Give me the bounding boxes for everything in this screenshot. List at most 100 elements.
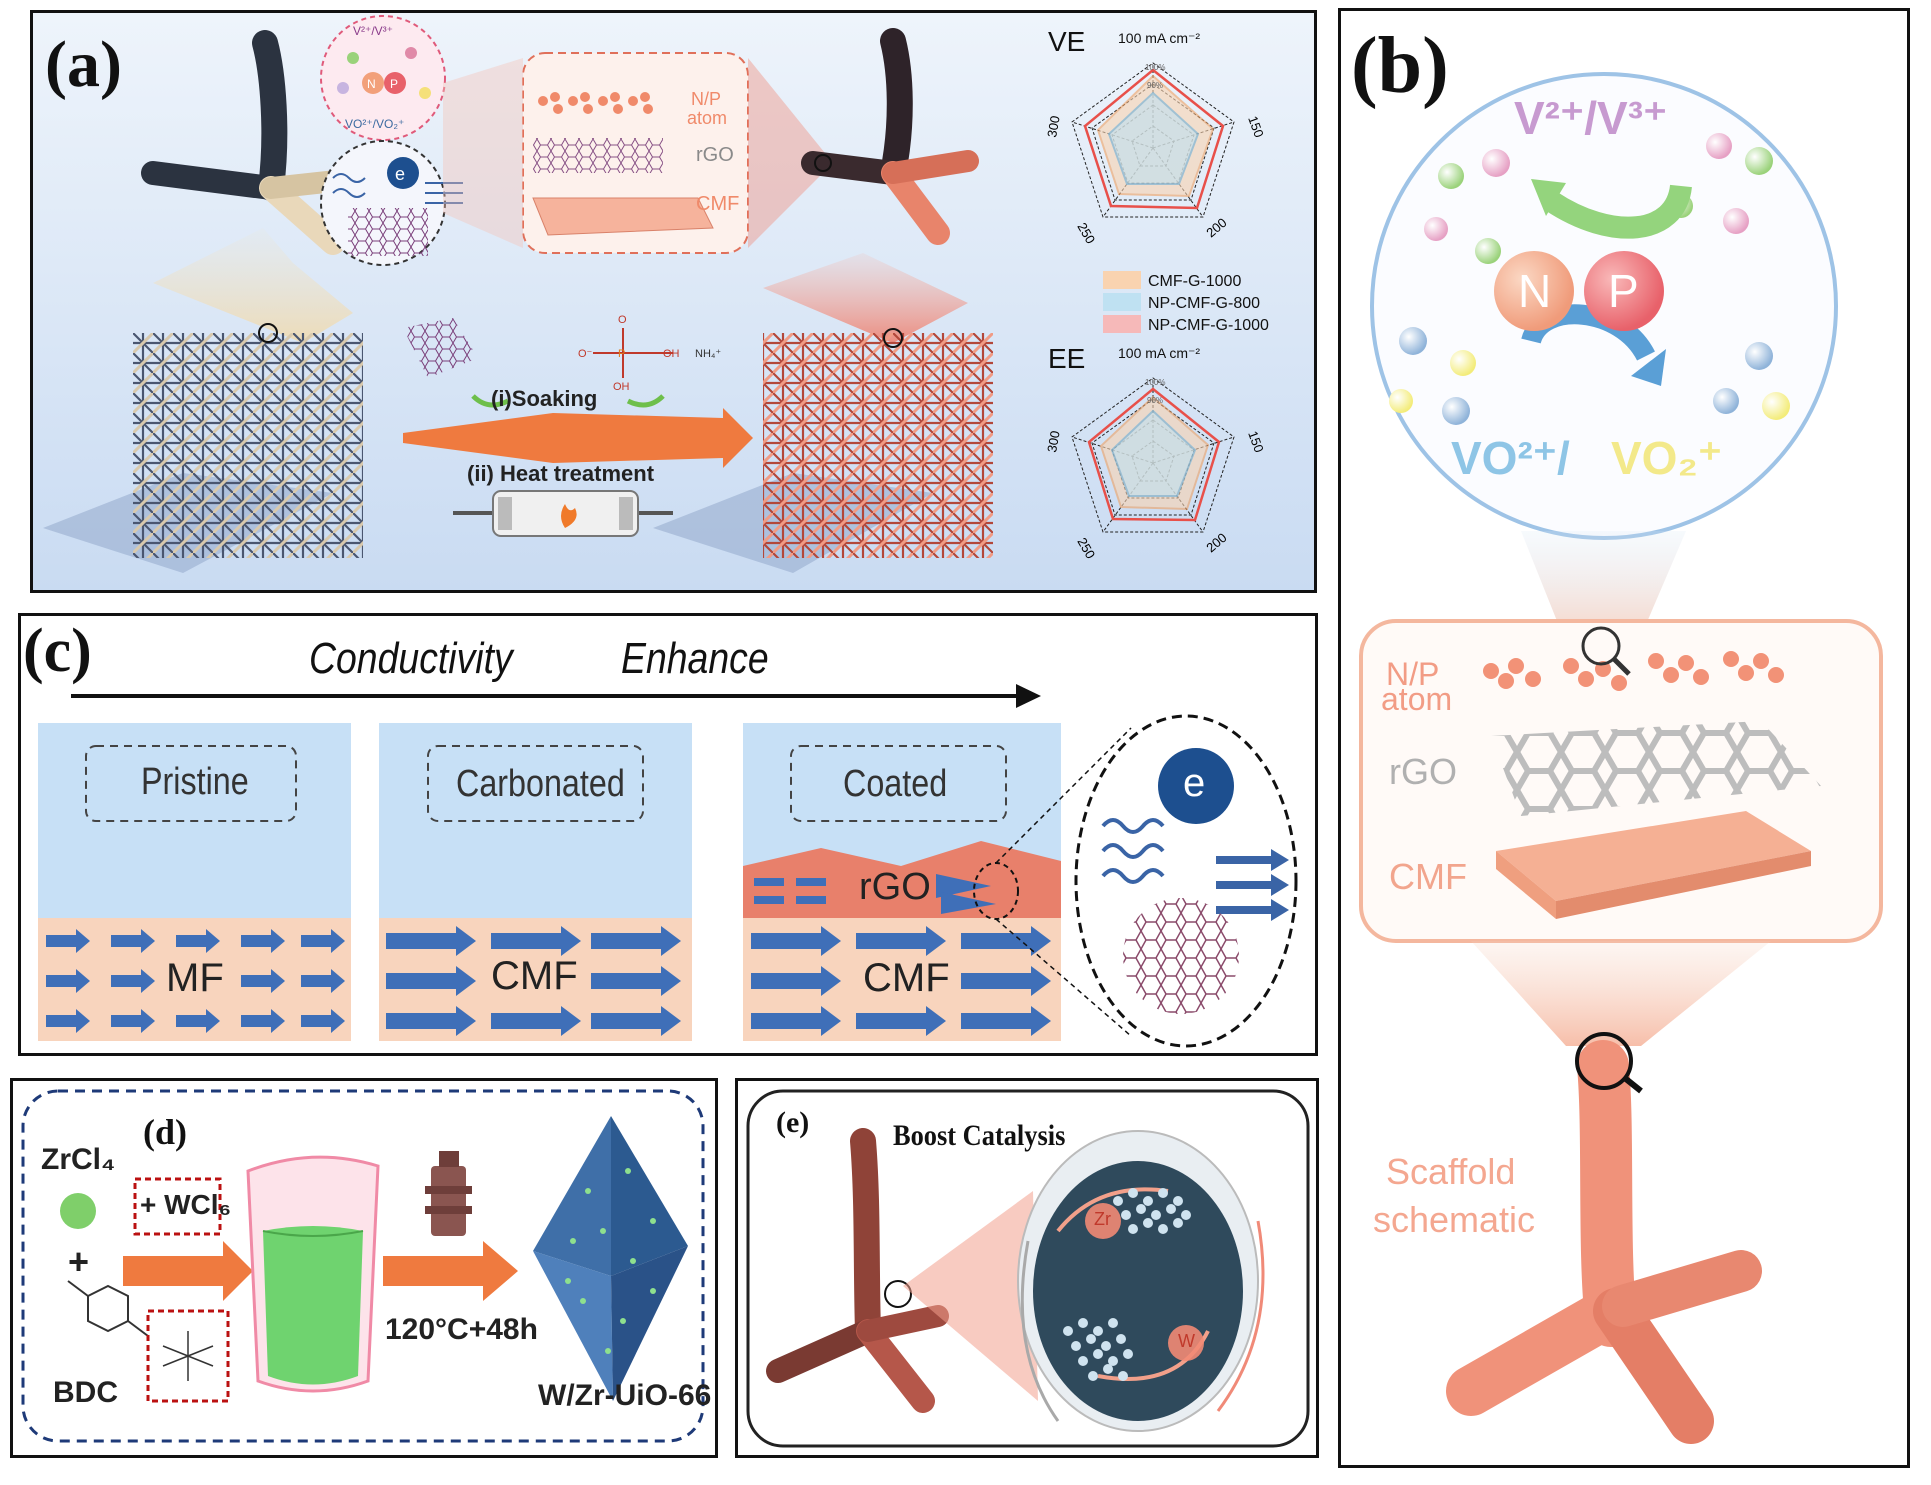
panel-c-graphics	[38, 684, 1298, 1048]
panel-c-label: (c)	[23, 617, 92, 685]
b-ions-bottom-1: VO²⁺/	[1451, 432, 1570, 484]
a-np-atom-2: atom	[687, 108, 728, 128]
c-carbonated-label: Carbonated	[456, 763, 625, 805]
ve-tick-150: 150	[1245, 114, 1267, 140]
ve-current: 100 mA cm⁻²	[1118, 30, 1200, 46]
zoom-ellipse	[1074, 714, 1298, 1048]
autoclave	[425, 1151, 472, 1236]
catalysis-dish	[1017, 1130, 1265, 1432]
legend-np-cmf-g-1000: NP-CMF-G-1000	[1148, 317, 1269, 334]
b-ion-p: P	[1608, 265, 1639, 317]
bdc-molecule	[67, 1280, 149, 1337]
furnace-tube	[453, 490, 673, 537]
panel-d: (d) ZrCl₄ + + WCl₆ BDC 120°C+48h W/Zr-Ui…	[10, 1078, 718, 1458]
b-cmf-label: CMF	[1389, 856, 1467, 897]
ee-title: EE	[1048, 343, 1085, 374]
a-nh4: NH₄⁺	[695, 348, 721, 360]
c-mf-label: MF	[166, 956, 224, 1000]
wcl6-molecule	[162, 1331, 214, 1381]
rgo-arrows	[754, 874, 996, 914]
ve-tick-250: 250	[1074, 220, 1098, 246]
panel-b-graphics: N P	[1359, 72, 1883, 1444]
ve-tick-300: 300	[1044, 115, 1063, 139]
panel-e: (e) Boost Catalysis Zr W	[735, 1078, 1319, 1458]
e-title: Boost Catalysis	[893, 1119, 1066, 1152]
c-rgo-label: rGO	[859, 866, 931, 908]
a-heat-label: (ii) Heat treatment	[467, 461, 655, 486]
a-ion-p: P	[390, 77, 398, 91]
ve-title: VE	[1048, 26, 1085, 57]
a-phos-oh1: OH	[663, 348, 680, 360]
radar-ee: 150 200 250 300 100% 90%	[1044, 377, 1267, 561]
legend-np-cmf-g-800: NP-CMF-G-800	[1148, 295, 1260, 312]
c-cmf-label-2: CMF	[863, 956, 950, 1000]
panel-a-label: (a)	[45, 28, 122, 101]
panel-a-graphics: N P V²⁺/V³⁺ VO²⁺/VO₂⁺ e	[43, 15, 1269, 573]
e-w-label: W	[1178, 1331, 1195, 1351]
panel-d-graphics	[21, 1089, 705, 1443]
d-condition-label: 120°C+48h	[385, 1313, 538, 1346]
a-phos-p: P	[618, 348, 625, 360]
d-zrcl4-label: ZrCl₄	[41, 1143, 116, 1176]
b-np-atom-2: atom	[1381, 681, 1453, 717]
electron-circle: e	[320, 140, 463, 266]
lattice-cube-beige	[43, 323, 363, 573]
e-zr-label: Zr	[1094, 1209, 1111, 1229]
e-tripod	[766, 1128, 949, 1413]
c-cmf-label-1: CMF	[491, 954, 578, 998]
d-plus: +	[68, 1241, 90, 1282]
panel-b-label: (b)	[1351, 22, 1449, 110]
b-ions-bottom-2: VO₂⁺	[1611, 432, 1723, 484]
a-e-symbol: e	[395, 164, 405, 184]
ee-tick-150: 150	[1245, 429, 1267, 455]
ee-pct-90: 90%	[1147, 396, 1163, 405]
ve-pct-90: 90%	[1147, 81, 1163, 90]
a-ions-top: V²⁺/V³⁺	[353, 24, 393, 38]
a-ions-bottom: VO²⁺/VO₂⁺	[345, 117, 404, 131]
ion-circle: N P V²⁺/V³⁺ VO²⁺/VO₂⁺	[320, 15, 446, 141]
a-np-atom-1: N/P	[691, 89, 722, 109]
process-arrow	[403, 408, 753, 468]
d-wcl6-label: + WCl₆	[140, 1189, 232, 1220]
layer-zoom-box	[522, 52, 749, 254]
b-scaffold-2: schematic	[1373, 1199, 1536, 1240]
ee-tick-250: 250	[1074, 535, 1098, 561]
phosphate-molecule: O O⁻ P OH OH NH₄⁺	[578, 314, 721, 393]
beaker	[246, 1155, 380, 1393]
panel-c: (c) Conductivity Enhance Pristine Carbon…	[18, 613, 1318, 1056]
radar-legend: CMF-G-1000 NP-CMF-G-800 NP-CMF-G-1000	[1103, 271, 1269, 334]
b-scaffold-1: Scaffold	[1386, 1151, 1516, 1192]
octahedron-crystal	[533, 1116, 688, 1401]
a-soaking-label: (i)Soaking	[491, 386, 598, 411]
zrcl4-ball	[60, 1193, 96, 1229]
ve-pct-100: 100%	[1145, 63, 1165, 72]
a-phos-o-minus: O⁻	[578, 348, 593, 360]
d-product-label: W/Zr-UiO-66	[538, 1379, 712, 1412]
ee-current: 100 mA cm⁻²	[1118, 345, 1200, 361]
tripod-salmon	[763, 28, 979, 343]
ee-tick-300: 300	[1044, 430, 1063, 454]
ee-pct-100: 100%	[1145, 378, 1165, 387]
b-ion-n: N	[1518, 265, 1551, 317]
panel-a: N P V²⁺/V³⁺ VO²⁺/VO₂⁺ e	[30, 10, 1317, 593]
panel-e-graphics	[746, 1089, 1310, 1448]
rgo-flake	[403, 318, 478, 378]
a-phos-oh2: OH	[613, 381, 630, 393]
a-ion-n: N	[367, 77, 376, 91]
b-rgo-label: rGO	[1389, 751, 1457, 792]
a-phos-o-top: O	[618, 314, 627, 326]
lattice-cube-salmon	[653, 328, 993, 573]
c-pristine-label: Pristine	[141, 761, 249, 803]
panel-b: N P (b) V²⁺/V³⁺ VO²⁺/ VO₂⁺ N/P atom rGO …	[1338, 8, 1910, 1468]
c-title-enhance: Enhance	[621, 634, 769, 683]
b-ions-top: V²⁺/V³⁺	[1514, 92, 1668, 144]
c-e-symbol: e	[1183, 761, 1206, 805]
ve-tick-200: 200	[1203, 215, 1229, 240]
a-cmf-label: CMF	[696, 193, 740, 215]
panel-e-label: (e)	[776, 1106, 810, 1139]
c-title-conductivity: Conductivity	[309, 634, 513, 683]
panel-d-label: (d)	[143, 1112, 187, 1152]
d-bdc-label: BDC	[53, 1376, 118, 1409]
c-coated-label: Coated	[843, 763, 948, 805]
radar-ve: 150 200 250 300 100% 90%	[1044, 62, 1267, 246]
